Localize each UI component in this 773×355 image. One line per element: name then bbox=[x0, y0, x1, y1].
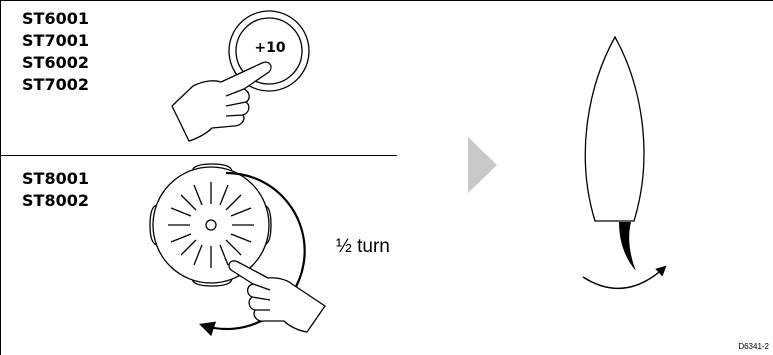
boat-hull-icon bbox=[584, 35, 645, 222]
model-label: ST6002 bbox=[22, 53, 89, 72]
model-label: ST6001 bbox=[22, 9, 89, 28]
models-list-top: ST6001 ST7001 ST6002 ST7002 bbox=[22, 8, 89, 96]
rotary-dial-icon bbox=[149, 163, 272, 287]
pointing-hand-icon bbox=[228, 260, 326, 333]
frame-left-border bbox=[0, 0, 1, 355]
model-label: ST7001 bbox=[22, 31, 89, 50]
rotation-arrow-icon bbox=[199, 171, 306, 337]
models-list-bottom: ST8001 ST8002 bbox=[22, 168, 89, 212]
pointing-hand-icon bbox=[171, 61, 272, 142]
frame-top-border bbox=[0, 0, 773, 1]
model-label: ST8001 bbox=[22, 169, 89, 188]
rudder-icon bbox=[619, 222, 636, 271]
model-label: ST7002 bbox=[22, 75, 89, 94]
next-step-arrow-icon bbox=[468, 137, 497, 193]
figure-reference: D6341-2 bbox=[738, 342, 769, 351]
rudder-turn-arrow-icon bbox=[582, 265, 667, 290]
model-label: ST8002 bbox=[22, 191, 89, 210]
half-turn-label: ½ turn bbox=[336, 236, 390, 257]
plus-ten-button-label: +10 bbox=[254, 40, 286, 56]
section-divider bbox=[1, 155, 397, 156]
